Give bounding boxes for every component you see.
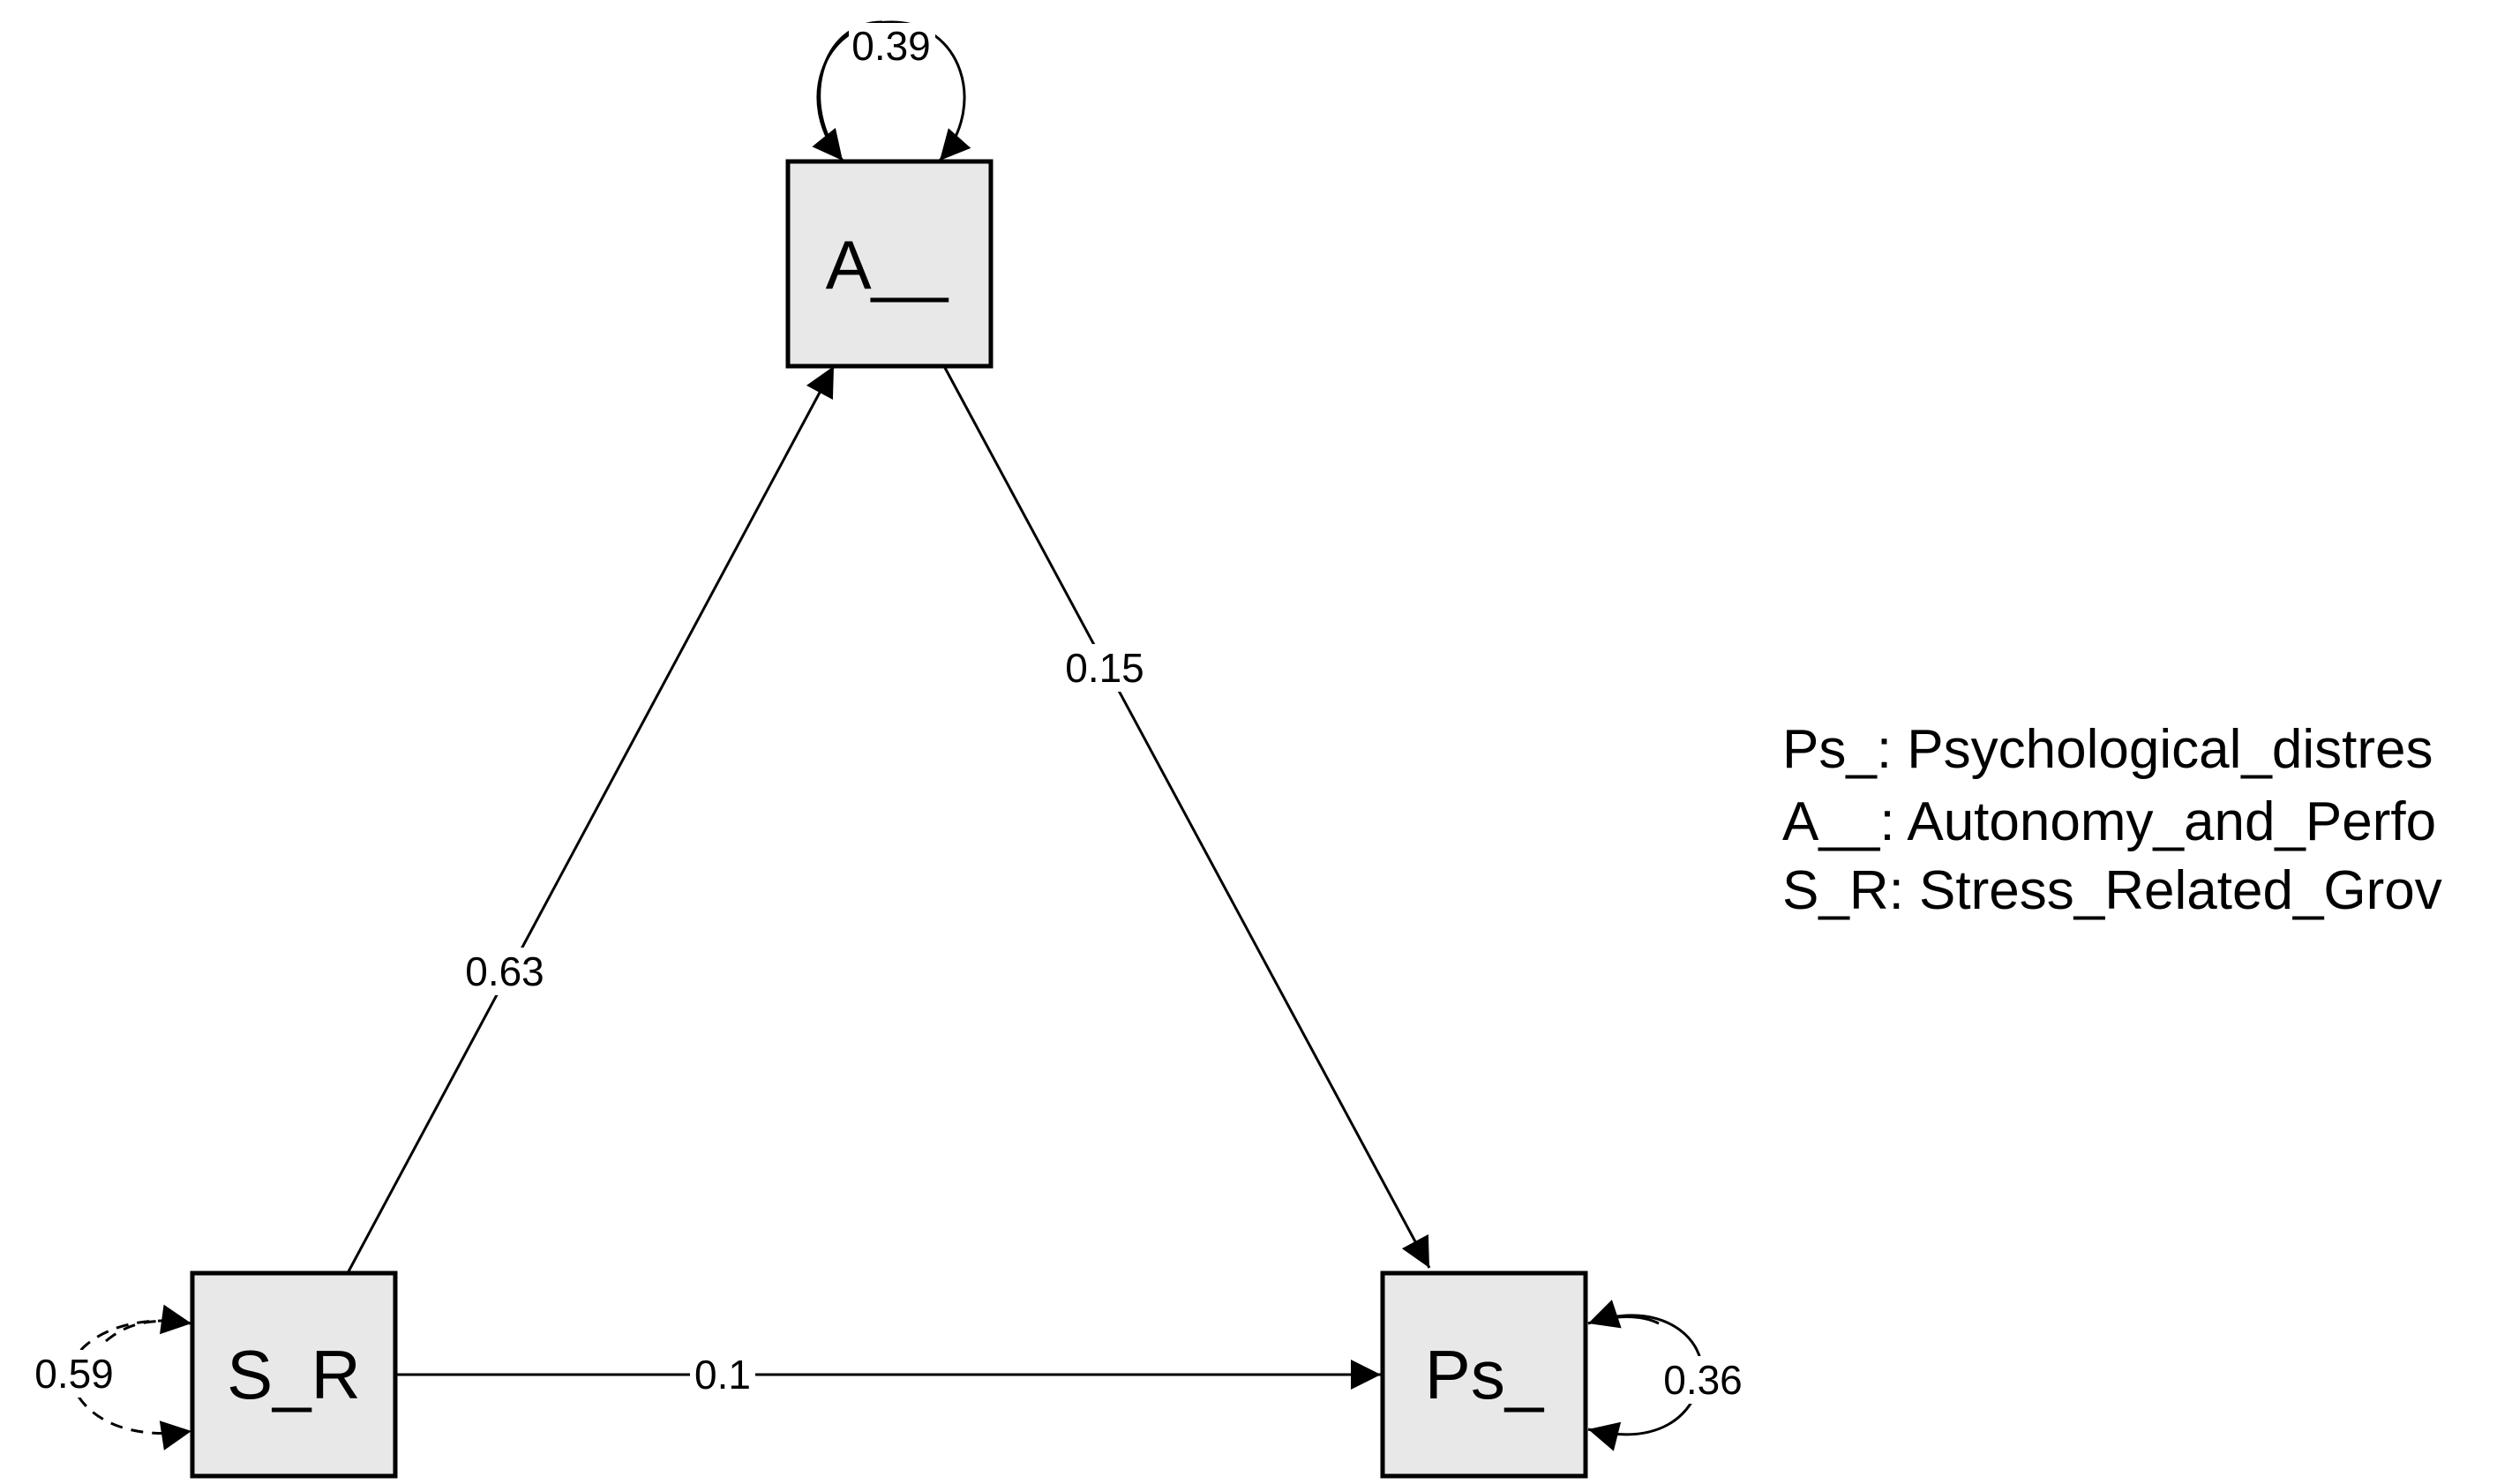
variance-loop-sr: 0.59 [30,1304,192,1450]
path-sr-to-a: 0.63 [346,365,836,1274]
legend: Ps_: Psychological_distres A__: Autonomy… [1782,719,2442,921]
variance-value-a: 0.39 [851,23,931,69]
path-coefficient-a-to-ps: 0.15 [1065,645,1144,691]
node-label-a: A__ [826,226,949,304]
variance-loop-ps: 0.36 [1587,1300,1747,1451]
node-a: A__ [785,159,994,369]
path-coefficient-sr-to-ps: 0.1 [694,1352,751,1398]
node-label-sr: S_R [227,1336,361,1413]
legend-item-sr: S_R: Stress_Related_Grov [1782,860,2442,921]
path-coefficient-sr-to-a: 0.63 [465,948,544,994]
variance-value-ps: 0.36 [1663,1357,1743,1403]
legend-item-a: A__: Autonomy_and_Perfo [1782,791,2436,852]
path-sr-to-ps: 0.1 [395,1351,1381,1398]
node-ps: Ps_ [1380,1270,1588,1479]
variance-value-sr: 0.59 [34,1351,114,1397]
legend-item-ps: Ps_: Psychological_distres [1782,719,2433,780]
path-a-to-ps: 0.15 [942,365,1431,1269]
node-label-ps: Ps_ [1425,1336,1545,1413]
node-sr: S_R [190,1270,398,1479]
variance-loop-a: 0.39 [812,20,971,161]
